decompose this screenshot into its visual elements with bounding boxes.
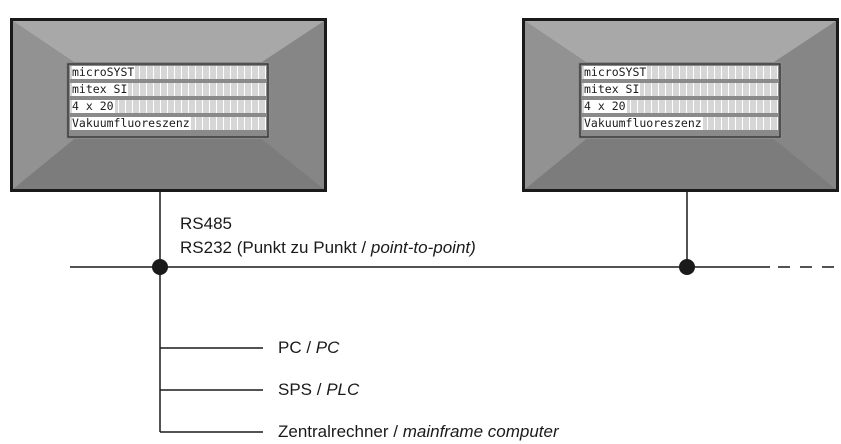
panel-bevel-top bbox=[525, 21, 836, 62]
label-rs232: RS232 (Punkt zu Punkt / point-to-point) bbox=[180, 238, 476, 257]
panel-bevel-bottom bbox=[525, 139, 836, 189]
lcd-line-2: mitex SI bbox=[70, 83, 266, 96]
label-sps: SPS / PLC bbox=[278, 380, 360, 399]
panel-bevel-bottom bbox=[13, 139, 324, 189]
panel-bevel-right bbox=[262, 21, 324, 189]
label-mainframe: Zentralrechner / mainframe computer bbox=[278, 422, 559, 441]
panel-bevel-left bbox=[13, 21, 74, 189]
panel-bevel-top bbox=[13, 21, 324, 62]
lcd-line-3: 4 x 20 bbox=[70, 100, 266, 113]
lcd-line-1: microSYST bbox=[70, 66, 266, 79]
lcd-line-4: Vakuumfluoreszenz bbox=[70, 117, 266, 130]
lcd-line-2: mitex SI bbox=[582, 83, 778, 96]
label-pc: PC / PC bbox=[278, 338, 340, 357]
connections bbox=[70, 192, 841, 433]
label-rs485: RS485 bbox=[180, 214, 232, 233]
junction-dot-right bbox=[679, 259, 695, 275]
screen-frame bbox=[67, 63, 269, 138]
junction-dot-left bbox=[152, 259, 168, 275]
panel-bevel-left bbox=[525, 21, 586, 189]
screen-frame bbox=[579, 63, 781, 138]
lcd-line-1: microSYST bbox=[582, 66, 778, 79]
lcd-line-3: 4 x 20 bbox=[582, 100, 778, 113]
panel-bevel-right bbox=[774, 21, 836, 189]
lcd-line-4: Vakuumfluoreszenz bbox=[582, 117, 778, 130]
